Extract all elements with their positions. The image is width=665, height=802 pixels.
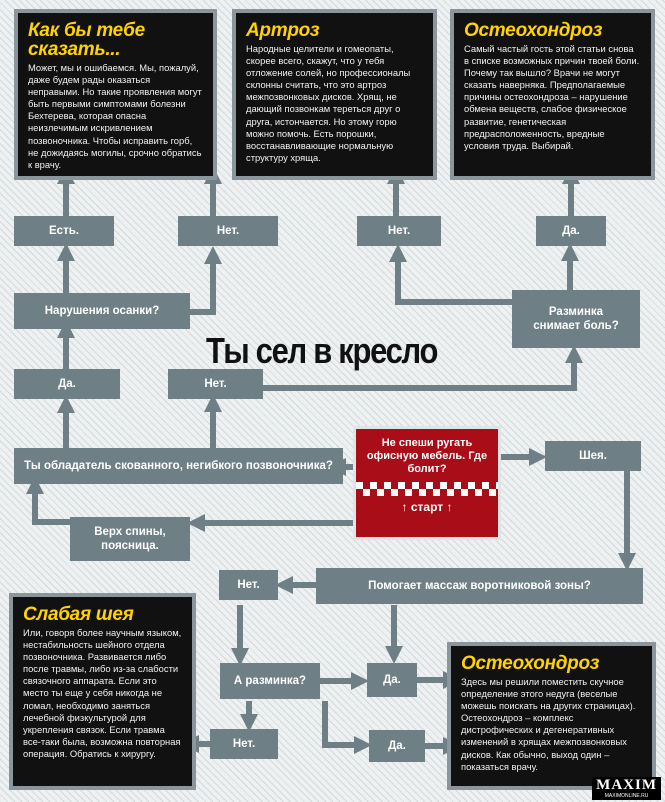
answer-est: Есть. [14, 216, 114, 246]
box-artroz: Артроз Народные целители и гомеопаты, ск… [232, 9, 437, 180]
box-weak-neck: Слабая шея Или, говоря более научным язы… [9, 593, 196, 790]
box-title: Артроз [246, 20, 320, 41]
start-question: Не спеши ругать офисную мебель. Где боли… [366, 437, 488, 475]
box-kak-by-tebe-skazat: Как бы тебе сказать... Может, мы и ошиба… [14, 9, 217, 180]
headline: Ты сел в кресло [206, 330, 438, 371]
start-box: Не спеши ругать офисную мебель. Где боли… [353, 426, 501, 540]
box-title: Слабая шея [23, 604, 134, 625]
question-massage: Помогает массаж воротниковой зоны? [316, 568, 643, 604]
box-osteochondrosis-top: Остеохондроз Самый частый гость этой ста… [450, 9, 655, 180]
question-warmup: Разминка снимает боль? [512, 290, 640, 348]
answer-net-massage: Нет. [219, 570, 278, 600]
question-posture: Нарушения осанки? [14, 293, 190, 329]
answer-da-top: Да. [536, 216, 606, 246]
answer-da-right-2: Да. [369, 730, 425, 762]
box-title: Остеохондроз [461, 653, 600, 674]
maxim-logo: MAXIM MAXIMONLINE.RU [592, 777, 661, 800]
box-text: Или, говоря более научным языком, нестаб… [23, 627, 182, 759]
box-text: Самый частый гость этой статьи снова в с… [464, 43, 640, 151]
start-label: ↑ старт ↑ [401, 500, 453, 514]
box-text: Может, мы и ошибаемся. Мы, пожалуй, даже… [28, 62, 202, 170]
box-text: Народные целители и гомеопаты, скорее вс… [246, 43, 411, 163]
answer-net-artroz: Нет. [178, 216, 278, 246]
checkered-flag [356, 482, 498, 496]
answer-net-bottom: Нет. [210, 729, 278, 759]
answer-neck: Шея. [545, 441, 641, 471]
logo-url: MAXIMONLINE.RU [604, 793, 649, 799]
arrow-warmup2-da2 [322, 701, 372, 754]
box-title: Как бы тебе сказать... [28, 20, 145, 60]
question-warmup-2: А разминка? [220, 663, 320, 699]
box-text: Здесь мы решили поместить скучное опреде… [461, 676, 636, 772]
answer-net-mid: Нет. [168, 369, 263, 399]
arrow-warmup-net [389, 244, 512, 305]
logo-name: MAXIM [596, 777, 657, 793]
answer-da-right-1: Да. [367, 663, 417, 697]
arrow-net-warmup [263, 345, 583, 391]
question-stiff-spine: Ты обладатель скованного, негибкого позв… [14, 448, 343, 484]
box-osteochondrosis-bottom: Остеохондроз Здесь мы решили поместить с… [447, 642, 656, 790]
arrow-posture-net [190, 246, 222, 315]
answer-net-top: Нет. [357, 216, 441, 246]
box-title: Остеохондроз [464, 20, 603, 41]
answer-da-left: Да. [14, 369, 120, 399]
answer-upper-back: Верх спины, поясница. [70, 517, 190, 561]
